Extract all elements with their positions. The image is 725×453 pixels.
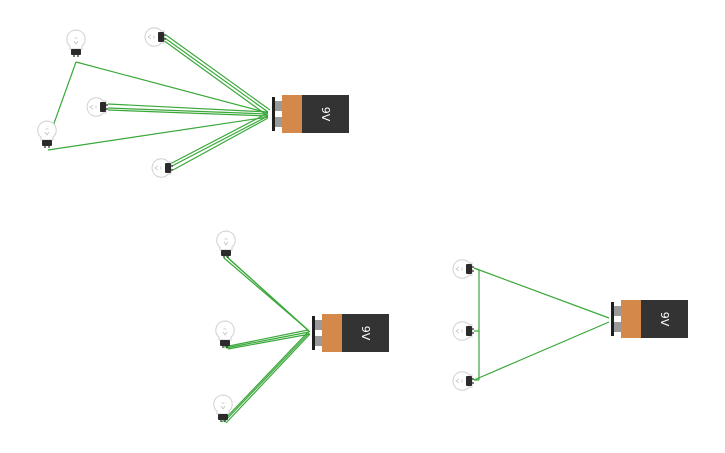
- wire[interactable]: [171, 115, 269, 167]
- wire[interactable]: [165, 34, 271, 111]
- wire[interactable]: [223, 329, 309, 348]
- circuit-1-bulbs: [37, 27, 174, 178]
- wire[interactable]: [223, 332, 310, 423]
- wire[interactable]: [225, 333, 311, 424]
- light-bulb-icon[interactable]: [151, 158, 174, 178]
- circuit-1: [47, 34, 271, 171]
- battery-9v[interactable]: 9V: [312, 314, 389, 352]
- circuit-2: [221, 255, 311, 424]
- wire[interactable]: [473, 267, 480, 271]
- light-bulb-icon[interactable]: [216, 230, 236, 259]
- wire[interactable]: [47, 116, 269, 151]
- light-bulb-icon[interactable]: [452, 259, 475, 279]
- light-bulb-icon[interactable]: [66, 29, 86, 58]
- battery-label: 9V: [319, 107, 332, 122]
- wire[interactable]: [473, 267, 610, 319]
- wire[interactable]: [221, 331, 309, 423]
- battery-label: 9V: [359, 326, 372, 341]
- light-bulb-icon[interactable]: [213, 394, 233, 423]
- wire[interactable]: [473, 321, 610, 381]
- circuit-3: [473, 267, 610, 381]
- wire[interactable]: [172, 117, 269, 171]
- wire[interactable]: [162, 39, 269, 117]
- wire[interactable]: [225, 255, 310, 332]
- battery-9v[interactable]: 9V: [272, 95, 349, 133]
- light-bulb-icon[interactable]: [452, 321, 475, 341]
- light-bulb-icon[interactable]: [144, 27, 167, 47]
- wire[interactable]: [227, 333, 311, 350]
- circuit-2-bulbs: [213, 230, 236, 423]
- battery-label: 9V: [658, 312, 671, 327]
- battery-9v[interactable]: 9V: [611, 300, 688, 338]
- wire[interactable]: [169, 113, 267, 165]
- light-bulb-icon[interactable]: [37, 120, 57, 149]
- wire[interactable]: [107, 109, 269, 117]
- circuit-3-bulbs: [452, 259, 475, 391]
- wire[interactable]: [75, 61, 269, 114]
- wire[interactable]: [161, 35, 269, 113]
- light-bulb-icon[interactable]: [86, 97, 109, 117]
- light-bulb-icon[interactable]: [215, 320, 235, 349]
- wire[interactable]: [225, 331, 310, 349]
- wire[interactable]: [107, 107, 269, 115]
- light-bulb-icon[interactable]: [452, 371, 475, 391]
- wire[interactable]: [107, 103, 269, 113]
